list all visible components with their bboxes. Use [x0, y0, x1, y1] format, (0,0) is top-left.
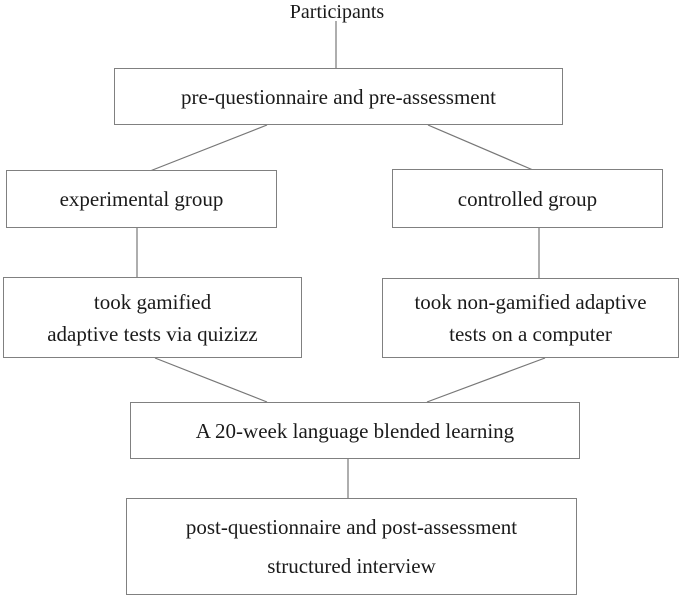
connector-non-gamified-to-blended [426, 357, 546, 403]
connector-pre-to-controlled [427, 124, 534, 171]
node-non-gamified-tests-line2: tests on a computer [449, 322, 612, 346]
node-experimental-group-label: experimental group [59, 187, 224, 211]
node-blended-learning-label: A 20-week language blended learning [195, 418, 515, 443]
node-post-assessment-line1: post-questionnaire and post-assessment [185, 514, 518, 539]
node-post-assessment-line2: structured interview [267, 553, 436, 578]
node-pre-assessment-label: pre-questionnaire and pre-assessment [181, 84, 496, 109]
node-experimental-group: experimental group [6, 170, 277, 228]
connector-pre-to-experimental [149, 124, 268, 172]
node-gamified-tests-line1: took gamified [93, 289, 212, 314]
connector-gamified-to-blended [154, 357, 268, 403]
node-pre-assessment: pre-questionnaire and pre-assessment [114, 68, 563, 125]
node-non-gamified-tests: took non-gamified adaptive tests on a co… [382, 278, 679, 358]
node-controlled-group: controlled group [392, 169, 663, 228]
node-blended-learning: A 20-week language blended learning [130, 402, 580, 459]
node-controlled-group-label: controlled group [457, 186, 598, 211]
node-non-gamified-tests-line1: took non-gamified adaptive [414, 290, 647, 314]
node-post-assessment: post-questionnaire and post-assessment s… [126, 498, 577, 595]
participants-label: Participants [289, 1, 385, 23]
node-gamified-tests: took gamified adaptive tests via quizizz [3, 277, 302, 358]
node-gamified-tests-line2: adaptive tests via quizizz [47, 321, 258, 346]
